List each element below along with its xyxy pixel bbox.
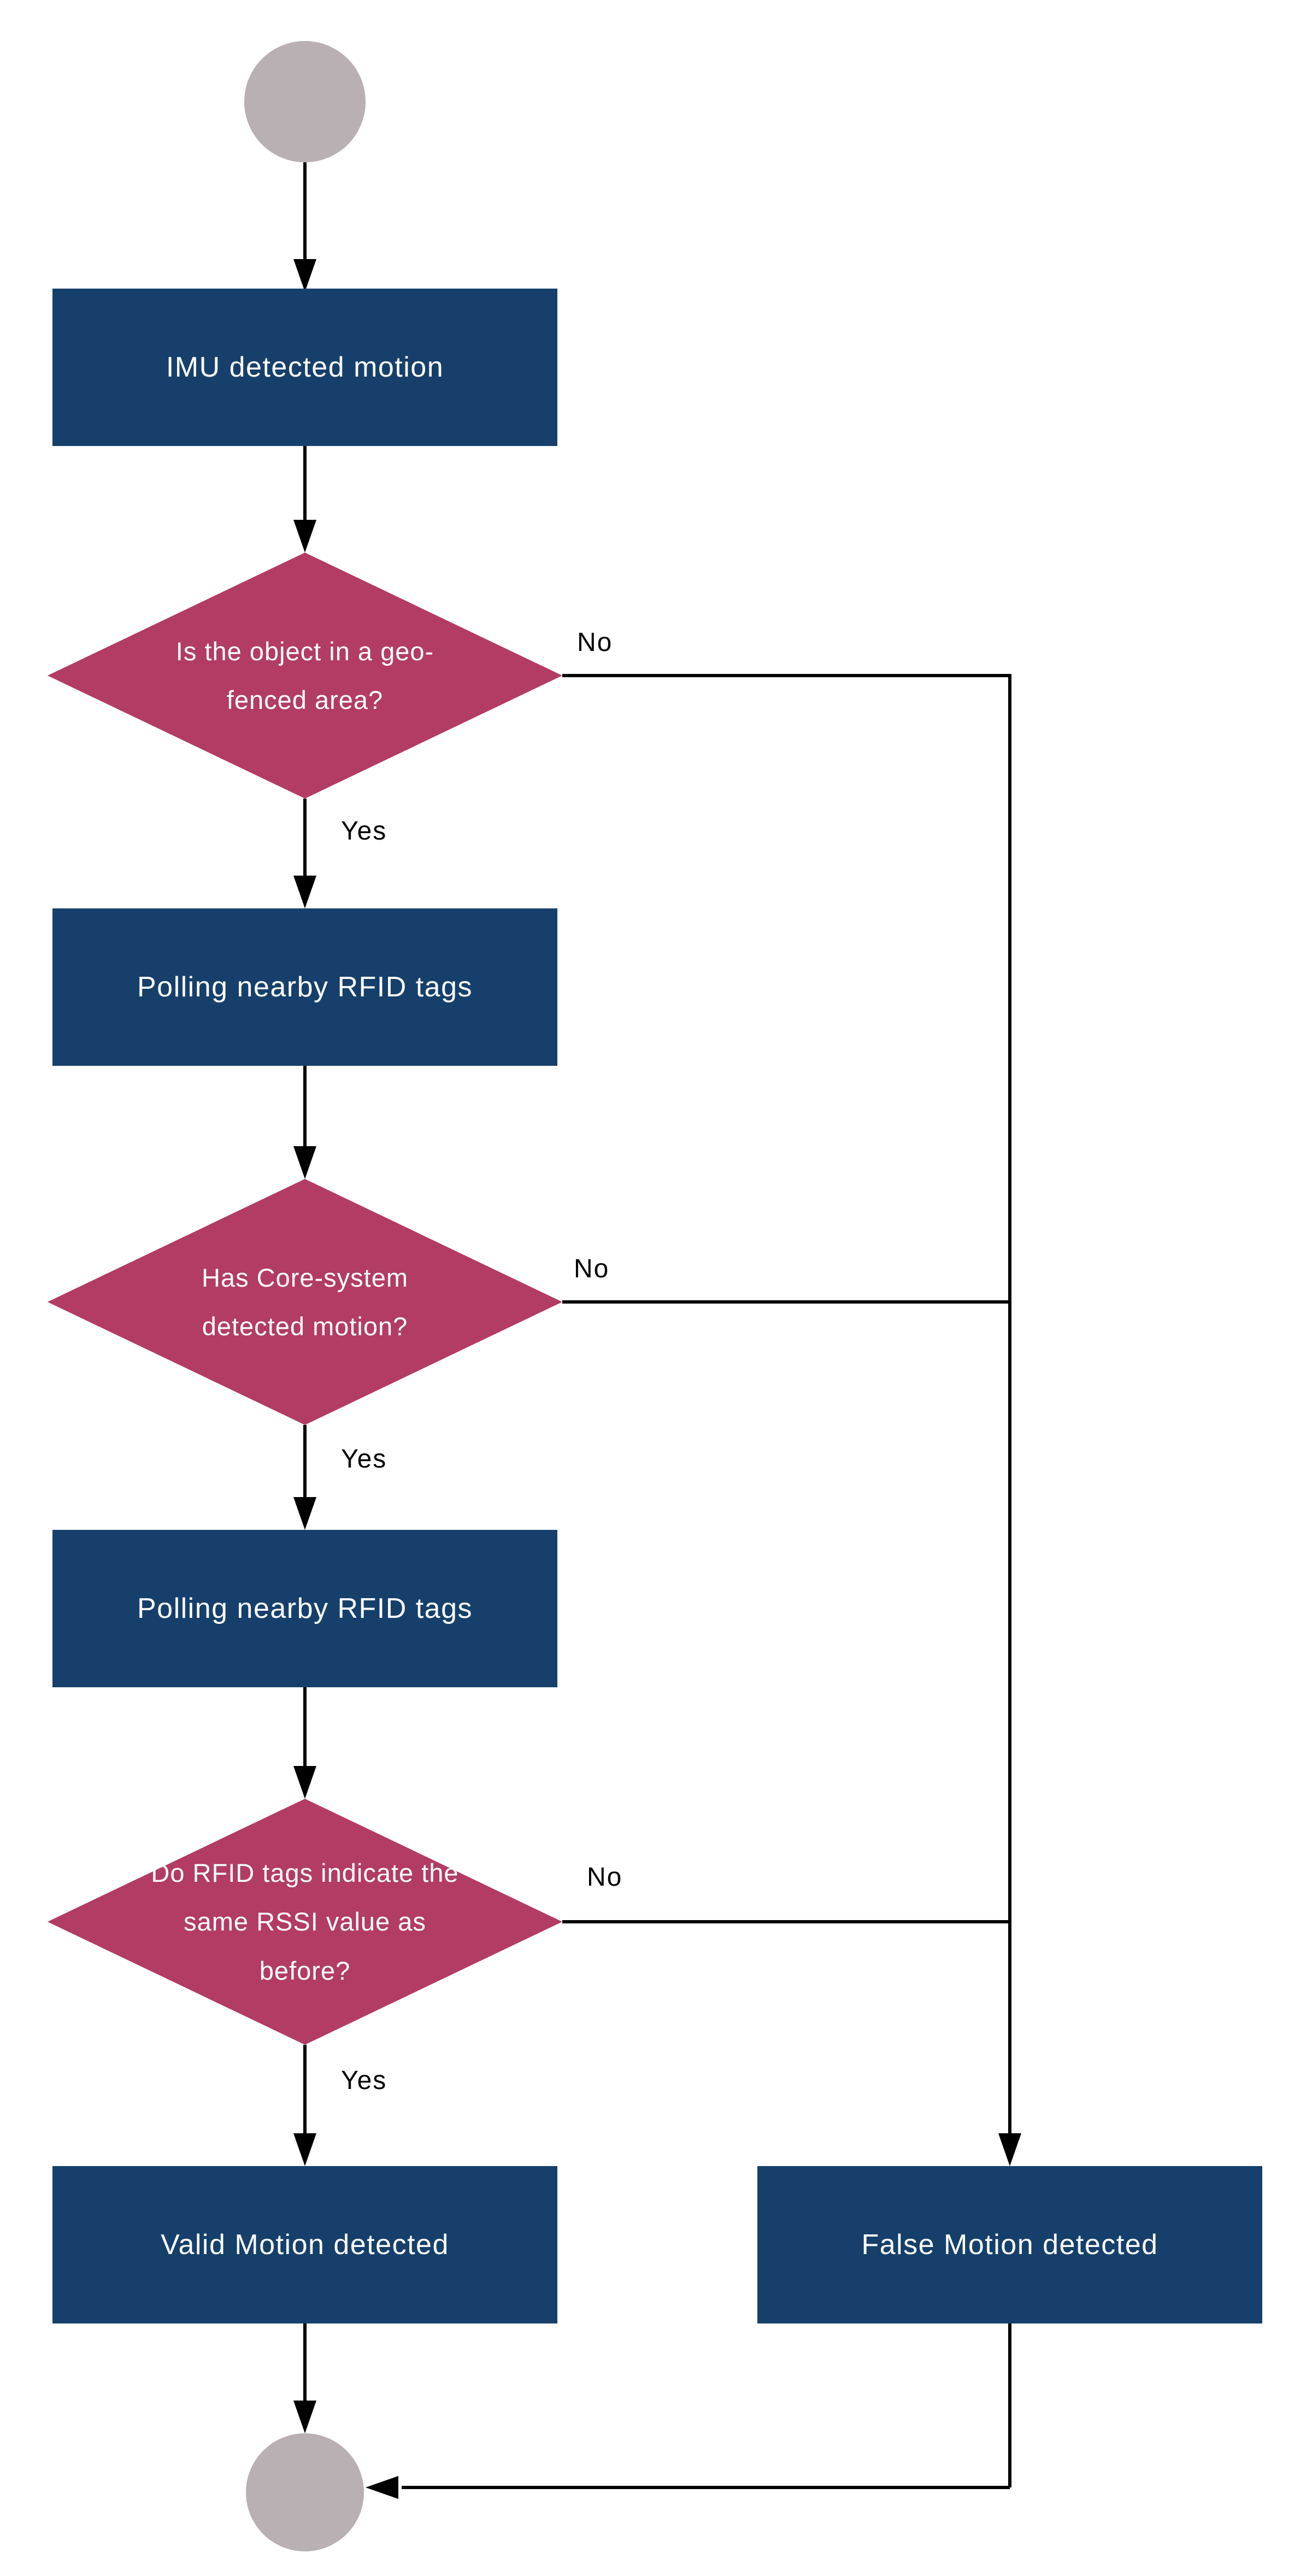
- node-label: Do RFID tags indicate the same RSSI valu…: [151, 1858, 459, 1985]
- end-terminal: [246, 2433, 364, 2551]
- node-label: False Motion detected: [861, 2229, 1158, 2261]
- edge-label-yes-1: Yes: [341, 817, 387, 846]
- arrowhead-into-polling1: [293, 876, 316, 908]
- arrowhead-into-imu: [293, 259, 316, 292]
- node-valid-motion-detected: Valid Motion detected: [52, 2166, 557, 2323]
- node-label: IMU detected motion: [166, 351, 444, 383]
- node-false-motion-detected: False Motion detected: [757, 2166, 1262, 2323]
- node-polling-rfid-1: Polling nearby RFID tags: [52, 908, 557, 1066]
- edge-label-no-1: No: [577, 628, 613, 657]
- arrowhead-into-core: [293, 1146, 316, 1179]
- node-label: Is the object in a geo-fenced area?: [175, 636, 434, 714]
- edge-label-no-3: No: [587, 1863, 623, 1892]
- start-terminal: [244, 41, 366, 162]
- arrowhead-into-false: [998, 2133, 1021, 2166]
- node-label: Valid Motion detected: [161, 2229, 449, 2261]
- edge-label-yes-3: Yes: [341, 2066, 387, 2095]
- arrowhead-into-end-from-false: [366, 2476, 398, 2499]
- arrowhead-into-valid: [293, 2133, 316, 2166]
- node-label: Polling nearby RFID tags: [137, 971, 473, 1003]
- node-label: Polling nearby RFID tags: [137, 1593, 473, 1624]
- edge-label-no-2: No: [574, 1254, 610, 1283]
- node-polling-rfid-2: Polling nearby RFID tags: [52, 1530, 557, 1687]
- arrowhead-into-rssi: [293, 1766, 316, 1799]
- edge-label-yes-2: Yes: [341, 1445, 387, 1474]
- arrowhead-into-geofence: [293, 520, 316, 553]
- arrowhead-into-end-from-valid: [293, 2401, 316, 2433]
- node-imu-detected-motion: IMU detected motion: [52, 289, 557, 446]
- node-label: Has Core-system detected motion?: [201, 1263, 408, 1341]
- arrowhead-into-polling2: [293, 1497, 316, 1530]
